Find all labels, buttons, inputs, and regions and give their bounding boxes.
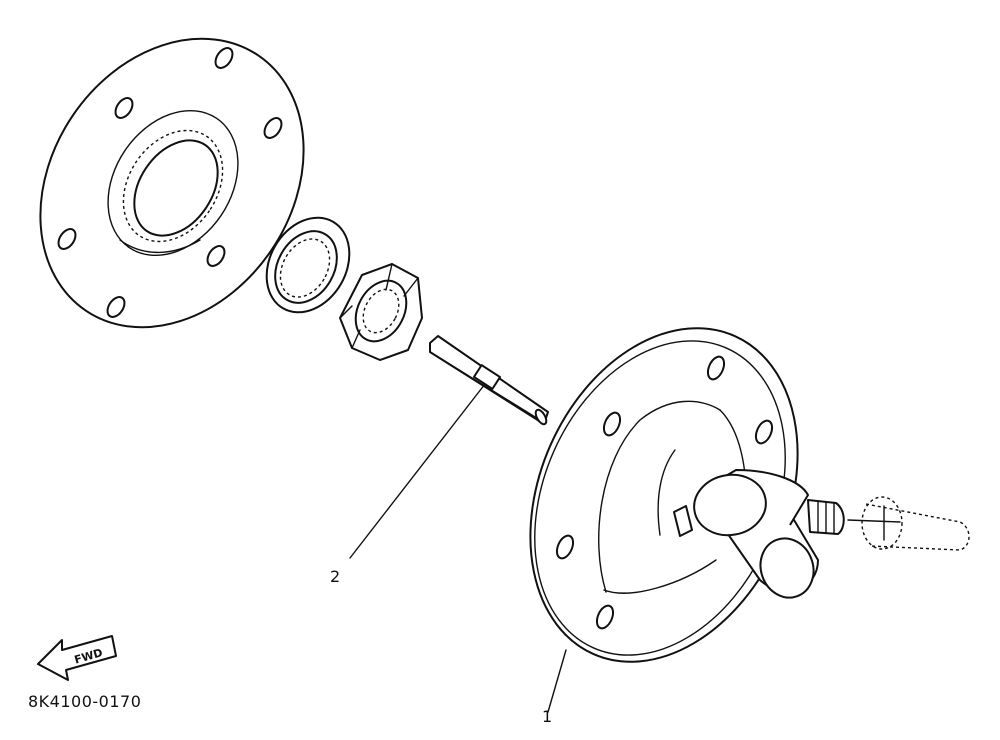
- leader-line-part-1: [547, 649, 567, 713]
- end-bolt: [847, 496, 970, 551]
- diagram-code: 8K4100-0170: [28, 692, 142, 711]
- key-pin: [429, 335, 549, 426]
- callout-part-1: 1: [542, 707, 552, 726]
- flange-plate-rear: [39, 37, 305, 329]
- leader-line-part-2: [349, 383, 486, 559]
- fwd-arrow-icon: FWD: [37, 635, 117, 681]
- washer: [265, 216, 351, 314]
- hub-flange-assembly: [529, 327, 845, 663]
- callout-part-2: 2: [330, 567, 340, 586]
- hex-nut: [339, 263, 423, 361]
